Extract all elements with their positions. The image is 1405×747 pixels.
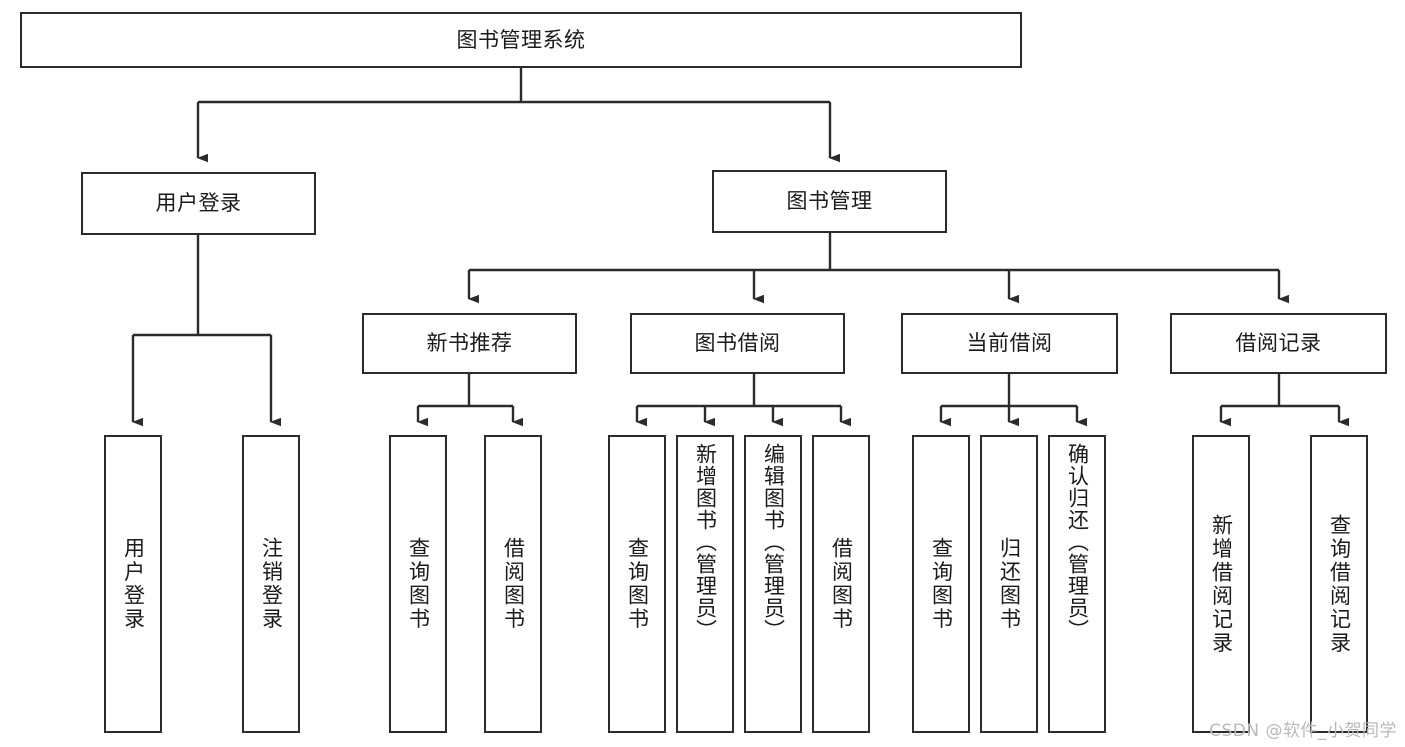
node-leaf-edit-book-label: 编辑图书（管理员）	[761, 443, 786, 641]
node-leaf-borrow-book-2[interactable]: 借阅图书	[812, 435, 870, 733]
node-leaf-user-login-label: 用户登录	[121, 537, 146, 631]
node-leaf-query-record[interactable]: 查询借阅记录	[1310, 435, 1368, 733]
node-leaf-borrow-book-1[interactable]: 借阅图书	[484, 435, 542, 733]
node-book-manage[interactable]: 图书管理	[712, 170, 947, 233]
node-book-borrow[interactable]: 图书借阅	[630, 313, 845, 374]
node-leaf-query-book-2-label: 查询图书	[625, 537, 650, 631]
node-new-book-recommend[interactable]: 新书推荐	[362, 313, 577, 374]
node-leaf-query-record-label: 查询借阅记录	[1327, 513, 1352, 655]
node-leaf-query-book-3[interactable]: 查询图书	[912, 435, 970, 733]
node-leaf-add-record[interactable]: 新增借阅记录	[1192, 435, 1250, 733]
node-leaf-return-book-label: 归还图书	[997, 537, 1022, 631]
csdn-watermark: CSDN @软件_小贺同学	[1209, 721, 1397, 741]
node-leaf-query-book-2[interactable]: 查询图书	[608, 435, 666, 733]
node-book-borrow-label: 图书借阅	[694, 331, 781, 356]
node-leaf-return-book[interactable]: 归还图书	[980, 435, 1038, 733]
node-root-label: 图书管理系统	[456, 27, 586, 52]
node-user-login[interactable]: 用户登录	[81, 172, 316, 235]
node-new-book-recommend-label: 新书推荐	[426, 331, 513, 356]
node-leaf-confirm-return[interactable]: 确认归还（管理员）	[1048, 435, 1106, 733]
node-user-login-label: 用户登录	[155, 191, 242, 216]
node-borrow-record-label: 借阅记录	[1235, 331, 1322, 356]
node-leaf-query-book-1-label: 查询图书	[406, 537, 431, 631]
node-leaf-logout-login[interactable]: 注销登录	[242, 435, 300, 733]
node-root[interactable]: 图书管理系统	[20, 12, 1022, 68]
node-book-manage-label: 图书管理	[786, 189, 873, 214]
node-leaf-logout-login-label: 注销登录	[259, 537, 284, 631]
node-borrow-record[interactable]: 借阅记录	[1170, 313, 1387, 374]
node-leaf-borrow-book-2-label: 借阅图书	[829, 537, 854, 631]
node-leaf-query-book-3-label: 查询图书	[929, 537, 954, 631]
node-leaf-user-login[interactable]: 用户登录	[104, 435, 162, 733]
node-leaf-add-book[interactable]: 新增图书（管理员）	[676, 435, 734, 733]
node-leaf-confirm-return-label: 确认归还（管理员）	[1065, 443, 1090, 641]
node-current-borrow[interactable]: 当前借阅	[901, 313, 1118, 374]
node-leaf-query-book-1[interactable]: 查询图书	[389, 435, 447, 733]
node-leaf-add-book-label: 新增图书（管理员）	[693, 443, 718, 641]
node-leaf-borrow-book-1-label: 借阅图书	[501, 537, 526, 631]
node-current-borrow-label: 当前借阅	[966, 331, 1053, 356]
node-leaf-add-record-label: 新增借阅记录	[1209, 513, 1234, 655]
node-leaf-edit-book[interactable]: 编辑图书（管理员）	[744, 435, 802, 733]
